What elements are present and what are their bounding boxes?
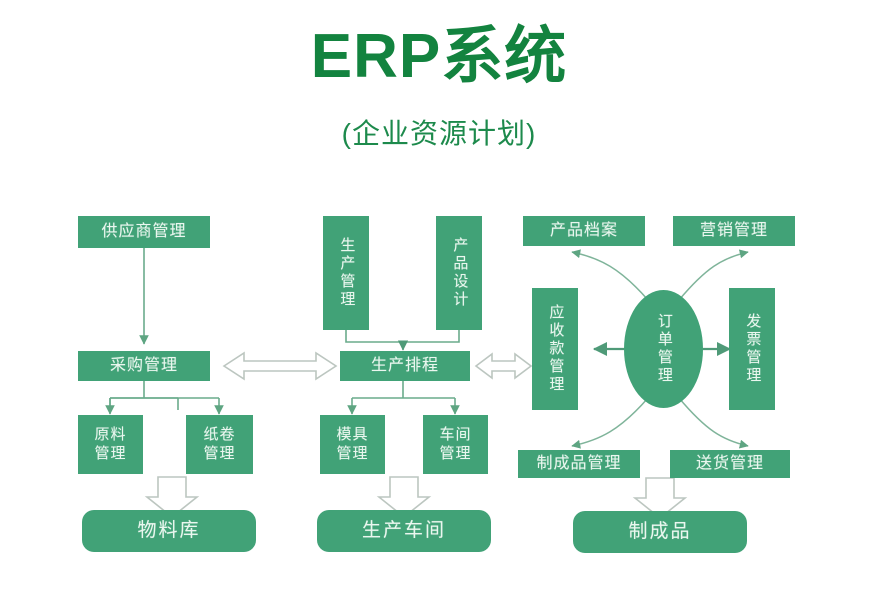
node-product-archive[interactable]: 产品档案 <box>523 216 645 246</box>
node-supplier-management[interactable]: 供应商管理 <box>78 216 210 248</box>
node-invoice-management[interactable]: 发票管理 <box>729 288 775 410</box>
link-order-to-product-archive <box>571 249 649 301</box>
node-purchase-management[interactable]: 采购管理 <box>78 351 210 381</box>
node-mold-management-label: 模具管理 <box>336 425 369 462</box>
node-workshop-management[interactable]: 车间管理 <box>423 415 488 474</box>
node-production-workshop[interactable]: 生产车间 <box>317 510 491 552</box>
node-paper-roll-management[interactable]: 纸卷管理 <box>186 415 253 474</box>
node-raw-material-management[interactable]: 原料管理 <box>78 415 143 474</box>
node-finished-goods[interactable]: 制成品 <box>573 511 747 553</box>
node-production-management[interactable]: 生产管理 <box>323 216 369 330</box>
node-material-warehouse[interactable]: 物料库 <box>82 510 256 552</box>
link-production-mgmt-to-scheduling <box>345 330 460 351</box>
node-paper-roll-management-label: 纸卷管理 <box>203 425 236 462</box>
node-order-management[interactable]: 订单管理 <box>624 290 703 408</box>
link-purchase-to-children <box>105 381 224 415</box>
link-order-to-finished-goods-mgmt <box>571 397 649 449</box>
node-product-design[interactable]: 产品设计 <box>436 216 482 330</box>
hollow-double-arrow-purchase-scheduling <box>222 351 338 381</box>
node-mold-management[interactable]: 模具管理 <box>320 415 385 474</box>
hollow-double-arrow-scheduling-receivables <box>474 352 533 380</box>
node-receivables-management[interactable]: 应收款管理 <box>532 288 578 410</box>
node-marketing-management[interactable]: 营销管理 <box>673 216 795 246</box>
node-production-scheduling[interactable]: 生产排程 <box>340 351 470 381</box>
node-workshop-management-label: 车间管理 <box>439 425 472 462</box>
node-raw-material-management-label: 原料管理 <box>94 425 127 462</box>
node-finished-goods-management[interactable]: 制成品管理 <box>518 450 640 478</box>
node-delivery-management[interactable]: 送货管理 <box>670 450 790 478</box>
page-title: ERP系统 <box>310 22 568 91</box>
link-scheduling-to-children <box>347 381 460 415</box>
page-subtitle: (企业资源计划) <box>341 118 537 149</box>
